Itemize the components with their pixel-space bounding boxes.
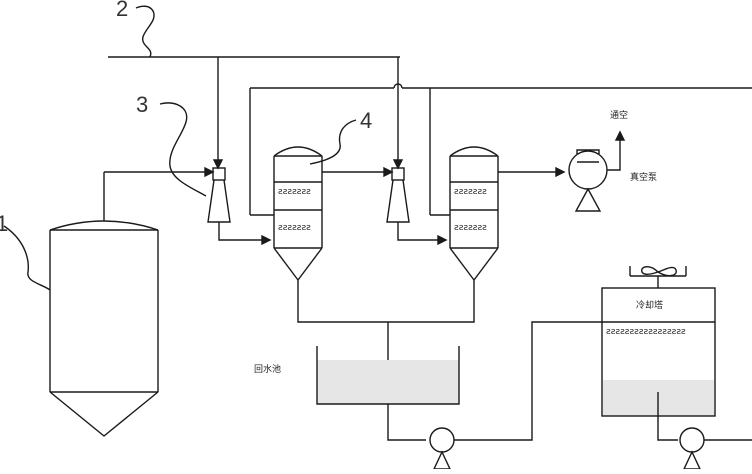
- label-4-leader: [309, 119, 357, 165]
- arrow-into-condenser-1: [261, 234, 272, 246]
- transfer-pump-1-base: [432, 450, 452, 470]
- transfer-pump-2-base: [682, 450, 702, 470]
- condenser-1-cone: [273, 247, 323, 282]
- cooling-tower-suction: [657, 392, 678, 441]
- label-2: 2: [116, 0, 128, 21]
- label-vent: 通空: [610, 109, 628, 121]
- arrow-into-condenser-2: [437, 234, 448, 246]
- transfer-pump-1-body: [429, 427, 455, 453]
- label-4: 4: [360, 108, 372, 133]
- ejector-1-outlet: [218, 222, 270, 241]
- condenser-1-spray-1: ƨƨƨƨƨƨƨ: [278, 187, 311, 197]
- transfer-pump-2-body: [679, 427, 705, 453]
- arrow-vent: [614, 130, 626, 141]
- label-cooling-tower: 冷却塔: [636, 299, 663, 311]
- condenser-1-dome: [273, 146, 323, 157]
- ejector-2-head: [391, 167, 405, 181]
- vacuum-pump-body: [568, 150, 608, 190]
- label-3: 3: [136, 92, 148, 117]
- condenser-1-spray-2: ƨƨƨƨƨƨƨ: [278, 223, 311, 233]
- condensate-drain-header: [297, 280, 475, 323]
- vacuum-pump-base: [574, 187, 602, 212]
- arrow-steam-1: [212, 159, 224, 170]
- label-1-leader: [3, 225, 51, 291]
- vacuum-pump-discharge: [607, 138, 621, 171]
- cooling-tower-spray: ƨƨƨƨƨƨƨƨƨƨƨƨƨƨƨƨƨ: [606, 327, 686, 337]
- arrow-into-vacuum-pump: [555, 166, 566, 178]
- crossover-hop: [393, 83, 403, 89]
- label-vacuum-pump: 真空泵: [630, 171, 657, 183]
- ejector-2-diffuser: [386, 179, 410, 223]
- ejector-1-diffuser: [207, 179, 231, 223]
- cooling-tower-fan-icon: [641, 266, 677, 277]
- label-3-leader: [159, 102, 207, 197]
- arrow-into-ejector-2: [383, 166, 394, 178]
- condenser-2-spray-1: ƨƨƨƨƨƨƨ: [454, 187, 487, 197]
- vacuum-pump-cap: [576, 149, 600, 154]
- transfer-line-to-tower: [454, 321, 602, 441]
- condenser-2-cone: [449, 247, 499, 282]
- label-collection-tank: 回水池: [254, 363, 281, 375]
- collection-tank-suction: [387, 404, 426, 441]
- collection-tank-water: [317, 360, 459, 404]
- ejector-1-head: [212, 167, 226, 181]
- arrow-steam-2: [392, 159, 404, 170]
- label-2-leader: [135, 5, 155, 58]
- tank1-cone: [49, 391, 159, 437]
- condenser-2-dome: [449, 146, 499, 157]
- tank1-dome: [49, 220, 159, 231]
- label-1: 1: [0, 211, 8, 236]
- ejector-2-outlet: [397, 222, 446, 241]
- arrow-into-ejector-1: [204, 166, 215, 178]
- condenser-2-spray-2: ƨƨƨƨƨƨƨ: [454, 223, 487, 233]
